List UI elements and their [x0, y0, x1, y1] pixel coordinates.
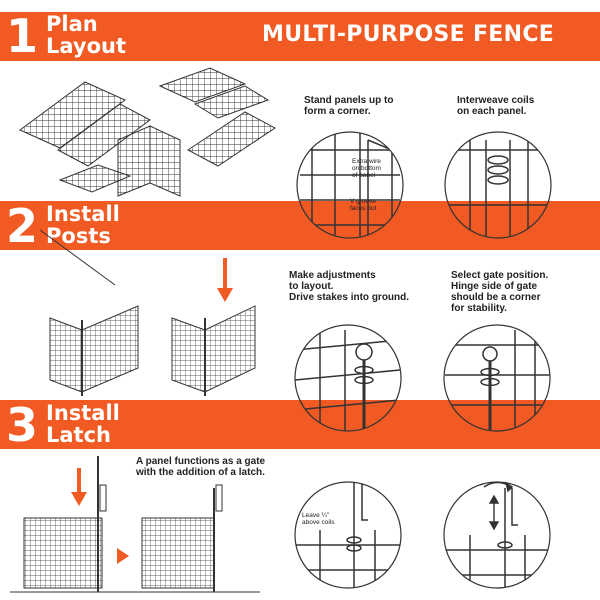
- caption-interweave: Interweave coils on each panel.: [457, 95, 535, 117]
- step-2-number: 2: [6, 199, 39, 253]
- step-1-label-line2: Layout: [46, 34, 127, 58]
- step-2-band: [0, 201, 600, 250]
- up-down-arrow-icon: [488, 494, 500, 531]
- detail-circle-latch-gap: [294, 481, 402, 589]
- step-1-band: [0, 12, 600, 61]
- corner-panels-stakes: [39, 229, 256, 396]
- page-title: MULTI-PURPOSE FENCE: [262, 22, 555, 47]
- caption-adjustments: Make adjustments to layout. Drive stakes…: [289, 270, 410, 303]
- step-2-label-line2: Posts: [46, 224, 111, 248]
- down-arrow-icon: [71, 468, 87, 506]
- detail-circle-coils: [444, 131, 552, 239]
- step-2-label-line1: Install: [46, 202, 120, 226]
- step-1-number: 1: [6, 9, 39, 63]
- caption-gate-latch: A panel functions as a gate with the add…: [136, 456, 266, 478]
- step-3-label-line2: Latch: [46, 423, 111, 447]
- detail-circle-hinge: [443, 324, 551, 432]
- step-3-label-line1: Install: [46, 401, 120, 425]
- callout-extra-wire: Extra wire on bottom of panel: [352, 158, 381, 179]
- caption-stand-panels: Stand panels up to form a corner.: [304, 95, 394, 117]
- detail-circle-latch-lift: [443, 481, 551, 589]
- gate-panels: [10, 456, 260, 593]
- caption-gate-position: Select gate position. Hinge side of gate…: [451, 270, 549, 314]
- step-3-band: [0, 400, 600, 449]
- flat-panels-layout: [19, 67, 276, 197]
- detail-circle-stake: [294, 324, 402, 432]
- callout-v-groove: V groove faces out: [350, 198, 377, 212]
- right-arrow-icon: [117, 548, 129, 564]
- down-arrow-icon: [217, 258, 233, 302]
- detail-circle-corner: [296, 131, 404, 239]
- rotate-arrow-icon: [483, 481, 514, 493]
- step-3-number: 3: [6, 398, 39, 452]
- step-1-label-line1: Plan: [46, 12, 98, 36]
- callout-leave-gap: Leave ¼" above coils: [302, 512, 335, 526]
